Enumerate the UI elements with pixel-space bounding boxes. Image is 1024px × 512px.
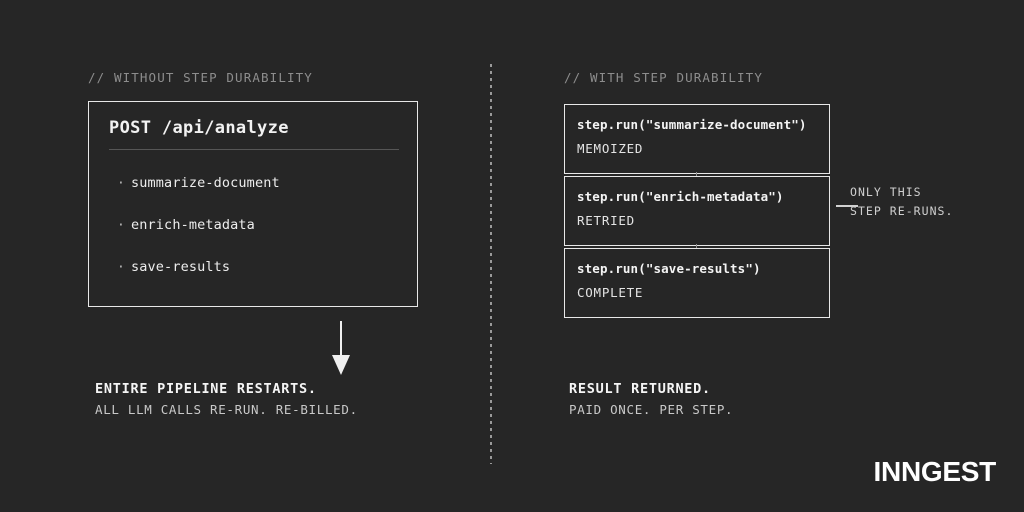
step-connector-line (696, 172, 698, 176)
list-item: · enrich-metadata (117, 204, 405, 246)
pipeline-step-label: summarize-document (131, 175, 280, 191)
step-call-label: step.run("enrich-metadata") (577, 189, 784, 204)
column-with-durability: // WITH STEP DURABILITY step.run("summar… (564, 0, 984, 512)
status-badge: RETRIED (577, 213, 635, 228)
left-outcome-primary: ENTIRE PIPELINE RESTARTS. (95, 381, 317, 397)
pipeline-step-label: save-results (131, 259, 231, 275)
step-box-save-results: step.run("save-results") COMPLETE (564, 248, 830, 318)
callout-leader-line (836, 205, 858, 207)
callout-line-1: ONLY THIS (850, 185, 922, 199)
pipeline-divider-rule (109, 149, 399, 150)
pipeline-step-list: · summarize-document · enrich-metadata ·… (117, 162, 405, 288)
left-outcome-secondary: ALL LLM CALLS RE-RUN. RE-BILLED. (95, 402, 358, 417)
bullet-icon: · (117, 217, 125, 233)
left-outcome: ENTIRE PIPELINE RESTARTS. ALL LLM CALLS … (95, 379, 358, 421)
brand-logo: INNGEST (873, 456, 997, 487)
bullet-icon: · (117, 259, 125, 275)
bullet-icon: · (117, 175, 125, 191)
right-column-comment: // WITH STEP DURABILITY (564, 70, 763, 85)
list-item: · save-results (117, 246, 405, 288)
step-box-enrich-metadata: step.run("enrich-metadata") RETRIED (564, 176, 830, 246)
down-arrow-icon (330, 321, 352, 375)
arrow-head (332, 355, 350, 375)
callout-line-2: STEP RE-RUNS. (850, 204, 954, 218)
right-outcome: RESULT RETURNED. PAID ONCE. PER STEP. (569, 379, 733, 421)
step-call-label: step.run("save-results") (577, 261, 761, 276)
list-item: · summarize-document (117, 162, 405, 204)
pipeline-card: POST /api/analyze · summarize-document ·… (88, 101, 418, 307)
column-divider (490, 64, 492, 464)
callout-annotation: ONLY THIS STEP RE-RUNS. (836, 183, 1010, 221)
status-badge: COMPLETE (577, 285, 644, 300)
pipeline-title: POST /api/analyze (109, 118, 289, 138)
left-column-comment: // WITHOUT STEP DURABILITY (88, 70, 313, 85)
arrow-shaft (340, 321, 342, 359)
step-box-summarize-document: step.run("summarize-document") MEMOIZED (564, 104, 830, 174)
right-outcome-primary: RESULT RETURNED. (569, 381, 711, 397)
column-without-durability: // WITHOUT STEP DURABILITY POST /api/ana… (88, 0, 488, 512)
step-call-label: step.run("summarize-document") (577, 117, 807, 132)
status-badge: MEMOIZED (577, 141, 644, 156)
pipeline-step-label: enrich-metadata (131, 217, 255, 233)
right-outcome-secondary: PAID ONCE. PER STEP. (569, 402, 734, 417)
step-connector-line (696, 244, 698, 248)
